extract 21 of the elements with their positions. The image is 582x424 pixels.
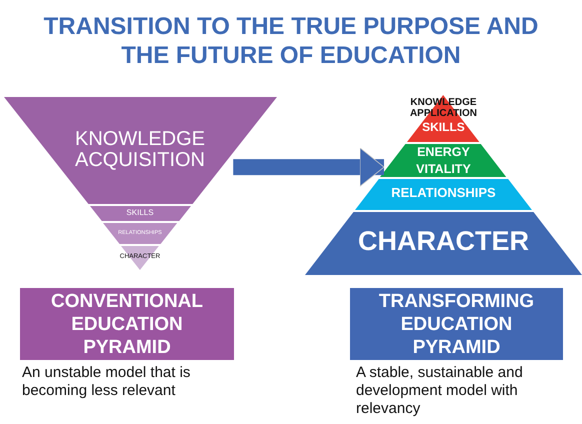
layer-label: SKILLS — [126, 209, 154, 218]
label-box — [20, 288, 234, 360]
description-text: An unstable model that is becoming less relevant — [22, 364, 192, 400]
label-box — [350, 288, 563, 360]
layer-label: TRANSFORMING EDUCATION PYRAMID — [378, 290, 536, 358]
pyramid-layer — [102, 223, 178, 244]
pyramid-layer — [121, 246, 159, 270]
layer-label: RELATIONSHIPS — [391, 186, 496, 200]
pyramid-layer — [4, 97, 276, 204]
layer-label: ENERGY VITALITY — [415, 144, 472, 178]
title: TRANSITION TO THE TRUE PURPOSE AND THE FUTURE OF EDUCATION — [42, 12, 540, 70]
layer-label: SKILLS — [422, 121, 465, 134]
arrow — [233, 148, 384, 187]
layer-label: CHARACTER — [358, 227, 529, 256]
pyramid-layer — [90, 206, 190, 221]
pyramid-layer — [380, 144, 507, 177]
pyramid-layer — [355, 179, 532, 210]
description-text: A stable, sustainable and development model with relevancy — [356, 364, 524, 418]
layer-label: CONVENTIONAL EDUCATION PYRAMID — [50, 290, 204, 358]
pyramid-layer — [305, 212, 582, 275]
layer-label: KNOWLEDGE ACQUISITION — [74, 129, 206, 171]
